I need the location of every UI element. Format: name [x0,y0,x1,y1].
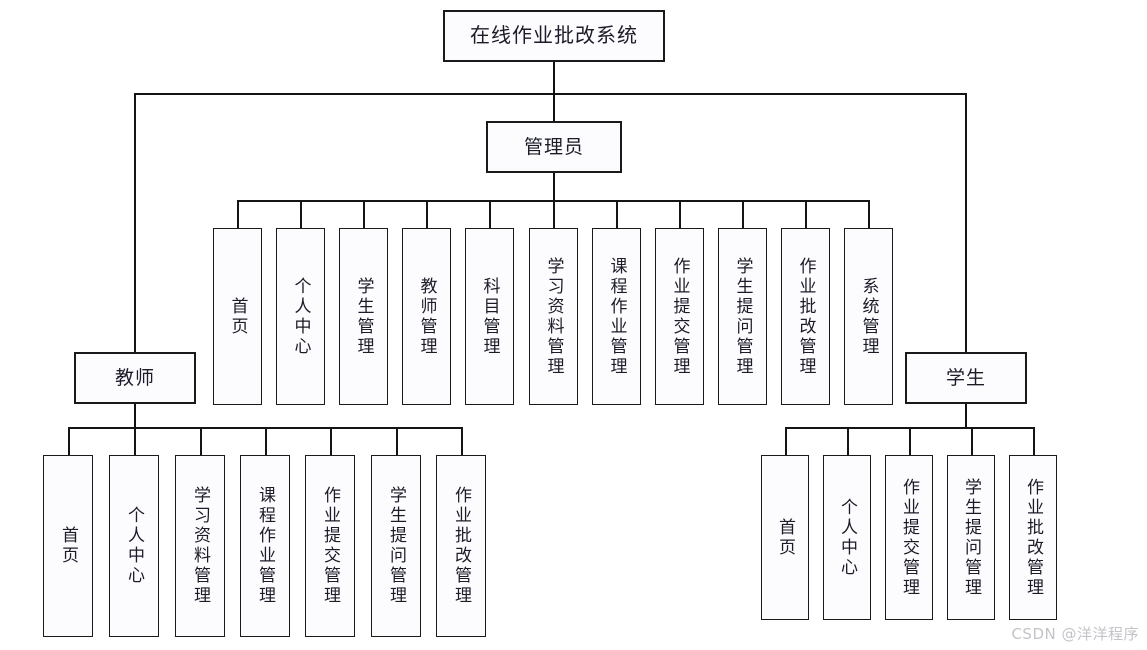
node-admin-child[interactable]: 作业批改管理 [781,228,830,405]
node-role-admin[interactable]: 管理员 [486,121,622,173]
node-admin-child[interactable]: 学生管理 [339,228,388,405]
connector-student-child-drop [847,427,849,455]
connector-student-child-drop [971,427,973,455]
connector-bus-to-student [965,93,967,352]
node-student-child[interactable]: 作业提交管理 [885,455,933,620]
node-admin-child[interactable]: 科目管理 [465,228,514,405]
connector-teacher-child-drop [461,427,463,455]
connector-admin-child-drop [363,200,365,228]
node-admin-child[interactable]: 系统管理 [844,228,893,405]
connector-student-child-drop [909,427,911,455]
connector-role-bus [134,93,967,95]
connector-admin-child-drop [868,200,870,228]
node-teacher-child[interactable]: 学习资料管理 [175,455,225,637]
connector-root-down [553,62,555,94]
connector-teacher-child-drop [396,427,398,455]
connector-teacher-child-drop [330,427,332,455]
node-admin-child[interactable]: 个人中心 [276,228,325,405]
connector-teacher-down [134,404,136,428]
connector-bus-to-teacher [134,93,136,352]
node-role-student[interactable]: 学生 [905,352,1027,404]
connector-admin-down [553,173,555,201]
connector-teacher-child-drop [134,427,136,455]
node-admin-child[interactable]: 课程作业管理 [592,228,641,405]
node-teacher-child[interactable]: 首页 [43,455,93,637]
node-teacher-child[interactable]: 作业提交管理 [305,455,355,637]
node-root-system[interactable]: 在线作业批改系统 [443,10,665,62]
connector-admin-child-drop [616,200,618,228]
connector-teacher-child-drop [265,427,267,455]
connector-admin-child-drop [805,200,807,228]
node-admin-child[interactable]: 作业提交管理 [655,228,704,405]
connector-admin-child-drop [237,200,239,228]
node-student-child[interactable]: 学生提问管理 [947,455,995,620]
node-admin-child[interactable]: 学生提问管理 [718,228,767,405]
node-teacher-child[interactable]: 个人中心 [109,455,159,637]
connector-teacher-child-drop [200,427,202,455]
connector-bus-to-admin [553,93,555,121]
node-role-teacher[interactable]: 教师 [74,352,196,404]
node-student-child[interactable]: 作业批改管理 [1009,455,1057,620]
node-teacher-child[interactable]: 课程作业管理 [240,455,290,637]
node-admin-child[interactable]: 教师管理 [402,228,451,405]
connector-student-child-drop [785,427,787,455]
watermark-credit: CSDN @洋洋程序 [1011,625,1139,643]
node-admin-child[interactable]: 首页 [213,228,262,405]
connector-admin-child-drop [300,200,302,228]
connector-student-child-drop [1033,427,1035,455]
connector-admin-child-drop [489,200,491,228]
connector-teacher-child-drop [68,427,70,455]
node-teacher-child[interactable]: 作业批改管理 [436,455,486,637]
connector-admin-child-drop [679,200,681,228]
connector-admin-child-drop [553,200,555,228]
node-teacher-child[interactable]: 学生提问管理 [371,455,421,637]
connector-admin-child-drop [426,200,428,228]
node-student-child[interactable]: 个人中心 [823,455,871,620]
node-admin-child[interactable]: 学习资料管理 [529,228,578,405]
connector-student-down [965,404,967,428]
connector-admin-child-drop [742,200,744,228]
node-student-child[interactable]: 首页 [761,455,809,620]
